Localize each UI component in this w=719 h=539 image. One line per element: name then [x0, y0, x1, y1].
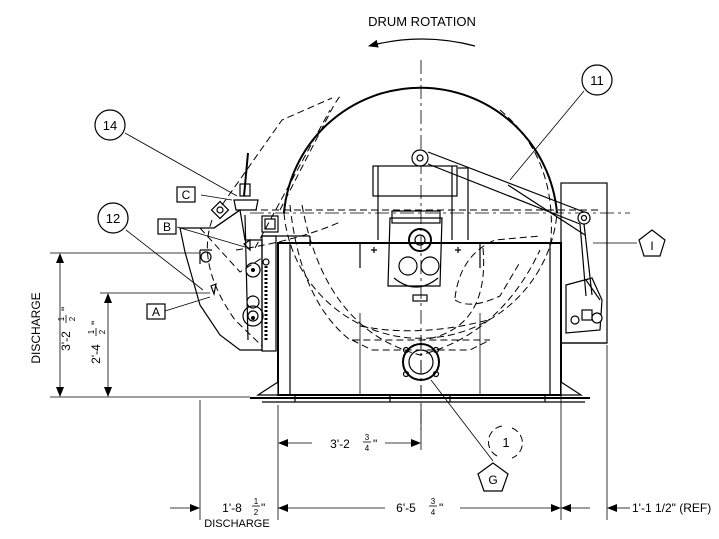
swing-profiles [250, 95, 600, 356]
marker-b: B [157, 218, 177, 235]
callout-14: 14 [94, 109, 126, 141]
marker-i: I [638, 229, 666, 257]
callout-1: 1 [487, 425, 523, 459]
dim-drum-center-den: 4 [365, 444, 370, 453]
dim-height-main-value: 3'-2 [59, 331, 73, 351]
marker-g-label: G [488, 473, 497, 487]
marker-c-label: C [182, 188, 191, 202]
marker-g: G [477, 462, 509, 492]
dim-left-offset-den: 2 [254, 508, 259, 517]
dim-height-main-suffix: " [59, 307, 73, 311]
dim-base-width-num: 3 [431, 497, 436, 506]
dim-left-offset-num: 1 [254, 497, 259, 506]
drum [250, 60, 630, 430]
drum-rotation-title: DRUM ROTATION [368, 14, 476, 29]
dim-right-ref-value: 1'-1 1/2" (REF) [632, 501, 711, 515]
callout-11-label: 11 [590, 73, 604, 88]
right-frame [560, 182, 608, 344]
torque-arm [411, 149, 593, 297]
base-frame [250, 242, 590, 403]
marker-b-label: B [163, 220, 171, 234]
callout-1-label: 1 [502, 435, 509, 450]
callout-12-label: 12 [106, 211, 120, 226]
callout-12: 12 [97, 202, 129, 234]
dim-bottom: 1'-8 1 2 " DISCHARGE 6'-5 3 4 " 1'-1 1/2… [170, 345, 711, 530]
dim-drum-center-num: 3 [365, 433, 370, 442]
callout-14-label: 14 [103, 118, 117, 133]
marker-a: A [146, 303, 166, 320]
dim-height-main-num: 1 [57, 316, 66, 321]
marker-a-label: A [152, 305, 160, 319]
dim-drum-center-suffix: " [373, 437, 377, 451]
dim-vertical-main: 3'-2 1 2 " DISCHARGE [29, 252, 250, 398]
dim-base-width-suffix: " [439, 501, 443, 515]
dim-height-sub-num: 1 [87, 329, 96, 334]
dim-left-offset-caption: DISCHARGE [204, 518, 269, 530]
dim-drum-center: 3'-2 3 4 " [277, 405, 422, 453]
dim-base-width-den: 4 [431, 508, 436, 517]
marker-i-label: I [650, 239, 653, 253]
dim-drum-center-value: 3'-2 [330, 437, 350, 451]
callout-11: 11 [581, 64, 613, 96]
dim-height-sub-value: 2'-4 [89, 344, 103, 364]
gearbox [359, 165, 481, 302]
leader-lines [124, 90, 637, 462]
marker-c: C [176, 186, 196, 203]
dim-vertical-sub: 2'-4 1 2 " [87, 292, 210, 397]
dim-height-main-den: 2 [68, 316, 77, 321]
dim-left-offset-value: 1'-8 [222, 501, 242, 515]
dim-height-sub-den: 2 [98, 329, 107, 334]
rotation-arrow [368, 38, 476, 48]
dim-left-offset-suffix: " [261, 501, 265, 515]
dim-height-sub-suffix: " [89, 321, 103, 325]
discharge-vertical-label: DISCHARGE [29, 292, 43, 363]
left-assembly [179, 97, 341, 352]
dim-base-width-value: 6'-5 [396, 501, 416, 515]
